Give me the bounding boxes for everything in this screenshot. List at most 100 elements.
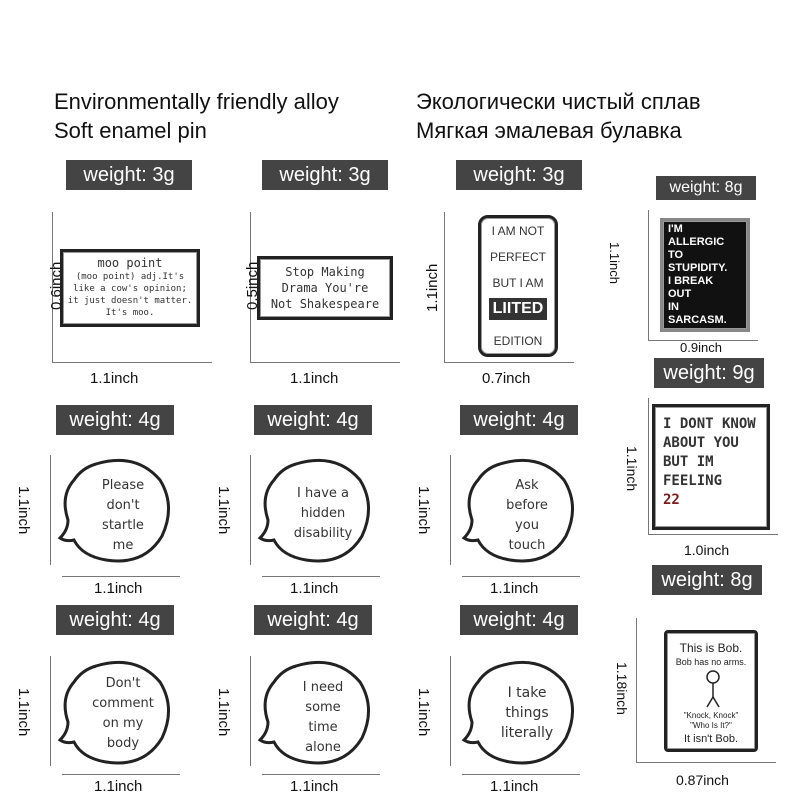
weight-badge: weight: 8g bbox=[652, 565, 762, 595]
width-label: 0.9inch bbox=[680, 340, 722, 355]
speech-bubble-shape bbox=[461, 660, 574, 765]
pin-text: Ask bbox=[515, 478, 539, 493]
pin-text: Drama You're bbox=[281, 281, 369, 295]
weight-badge: weight: 4g bbox=[56, 605, 174, 635]
pin-text: "Knock, Knock" bbox=[683, 711, 739, 720]
pin-text: me bbox=[112, 538, 134, 553]
width-guide-line bbox=[52, 362, 212, 363]
weight-badge: weight: 4g bbox=[460, 405, 578, 435]
height-guide-line bbox=[250, 455, 251, 565]
pin-text: BUT I AM bbox=[492, 276, 544, 290]
width-guide-line bbox=[648, 534, 778, 535]
pin-text: I BREAK bbox=[668, 275, 714, 287]
pin-text: I need bbox=[302, 680, 344, 695]
width-label: 1.1inch bbox=[90, 370, 139, 387]
speech-bubble-shape bbox=[57, 660, 170, 765]
pin-text: body bbox=[106, 736, 140, 751]
speech-bubble-pin: I take things literally bbox=[460, 658, 578, 770]
pin-text: SARCASM. bbox=[668, 314, 727, 326]
header-en-line2: Soft enamel pin bbox=[54, 118, 207, 143]
pin-text: IN bbox=[668, 301, 679, 313]
pin-text: It isn't Bob. bbox=[683, 733, 739, 745]
pin-text: This is Bob. bbox=[679, 641, 743, 655]
pin-text: Stop Making bbox=[285, 265, 365, 279]
pin-text: Please bbox=[101, 478, 145, 493]
pin-text: LIITED bbox=[489, 298, 547, 320]
pin-text: I DONT KNOW bbox=[663, 416, 756, 432]
pin-text: "Who Is It?" bbox=[690, 721, 732, 730]
width-label: 1.1inch bbox=[94, 778, 143, 795]
height-guide-line bbox=[250, 656, 251, 766]
weight-badge: weight: 3g bbox=[456, 160, 582, 190]
height-guide-line bbox=[648, 210, 649, 340]
speech-bubble-pin: I have a hidden disability bbox=[256, 456, 374, 568]
pin-text: I take bbox=[507, 685, 547, 701]
height-guide-line bbox=[50, 656, 51, 766]
weight-badge: weight: 9g bbox=[654, 358, 764, 388]
width-guide-line bbox=[462, 774, 580, 775]
width-guide-line bbox=[262, 774, 380, 775]
height-guide-line bbox=[636, 618, 637, 762]
pin-allergic-to-stupidity: I'M ALLERGIC TO STUPIDITY. I BREAK OUT I… bbox=[660, 218, 750, 332]
height-label: 1.1inch bbox=[215, 688, 232, 737]
width-guide-line bbox=[62, 576, 180, 577]
width-guide-line bbox=[636, 762, 776, 763]
width-guide-line bbox=[462, 576, 580, 577]
pin-moo-point: moo point (moo point) adj.It's like a co… bbox=[60, 249, 200, 327]
pin-text: TO bbox=[668, 249, 684, 261]
width-label: 1.1inch bbox=[490, 580, 539, 597]
pin-feeling-22: I DONT KNOW ABOUT YOU BUT IM FEELING 22 bbox=[652, 404, 770, 530]
pin-stop-making-drama: Stop Making Drama You're Not Shakespeare bbox=[257, 256, 393, 320]
pin-text: I have a bbox=[297, 486, 349, 501]
pin-limited-edition: I AM NOT PERFECT BUT I AM LIITED EDITION bbox=[478, 215, 558, 357]
pin-text: moo point bbox=[97, 256, 163, 270]
width-guide-line bbox=[262, 576, 380, 577]
height-label: 1.1inch bbox=[415, 486, 432, 535]
speech-bubble-pin: Ask before you touch bbox=[460, 456, 578, 568]
pin-text: OUT bbox=[668, 288, 692, 300]
weight-badge: weight: 4g bbox=[56, 405, 174, 435]
pin-text: alone bbox=[305, 740, 341, 755]
width-label: 1.1inch bbox=[290, 370, 339, 387]
weight-badge: weight: 4g bbox=[460, 605, 578, 635]
pin-text: 22 bbox=[663, 492, 680, 508]
pin-text: BUT IM bbox=[663, 454, 714, 470]
width-label: 0.7inch bbox=[482, 370, 531, 387]
height-label: 1.1inch bbox=[15, 486, 32, 535]
stick-figure-icon bbox=[706, 670, 720, 708]
width-label: 1.1inch bbox=[490, 778, 539, 795]
speech-bubble-shape bbox=[257, 660, 370, 765]
pin-text: EDITION bbox=[493, 334, 543, 348]
header-ru-line2: Мягкая эмалевая булавка bbox=[416, 118, 682, 143]
width-guide-line bbox=[444, 362, 574, 363]
pin-text: on my bbox=[102, 716, 144, 731]
pin-text: (moo point) adj.It's bbox=[75, 272, 185, 282]
weight-badge: weight: 3g bbox=[66, 160, 192, 190]
pin-text: PERFECT bbox=[489, 250, 546, 264]
pin-text: touch bbox=[508, 538, 546, 553]
height-guide-line bbox=[50, 455, 51, 565]
pin-text: hidden bbox=[300, 506, 346, 521]
pin-text: before bbox=[506, 498, 548, 513]
width-label: 0.87inch bbox=[676, 772, 729, 788]
speech-bubble-pin: Please don't startle me bbox=[56, 456, 174, 568]
width-guide-line bbox=[250, 362, 400, 363]
height-guide-line bbox=[450, 656, 451, 766]
speech-bubble-shape bbox=[257, 458, 370, 563]
pin-text: it just doesn't matter. bbox=[67, 296, 193, 306]
pin-text: comment bbox=[92, 696, 154, 711]
height-guide-line bbox=[648, 398, 649, 534]
header-en-line1: Environmentally friendly alloy bbox=[54, 89, 339, 114]
height-guide-line bbox=[450, 455, 451, 565]
pin-text: ALLERGIC bbox=[668, 236, 725, 248]
pin-text: you bbox=[515, 518, 539, 533]
height-label: 1.18inch bbox=[614, 662, 630, 715]
height-label: 1.1inch bbox=[15, 688, 32, 737]
header-ru-line1: Экологически чистый сплав bbox=[416, 89, 701, 114]
height-label: 1.1inch bbox=[415, 688, 432, 737]
width-label: 1.0inch bbox=[684, 542, 730, 558]
height-label: 1.1inch bbox=[607, 242, 622, 284]
pin-text: some bbox=[305, 700, 341, 715]
pin-text: FEELING bbox=[663, 473, 723, 489]
height-label: 1.1inch bbox=[215, 486, 232, 535]
